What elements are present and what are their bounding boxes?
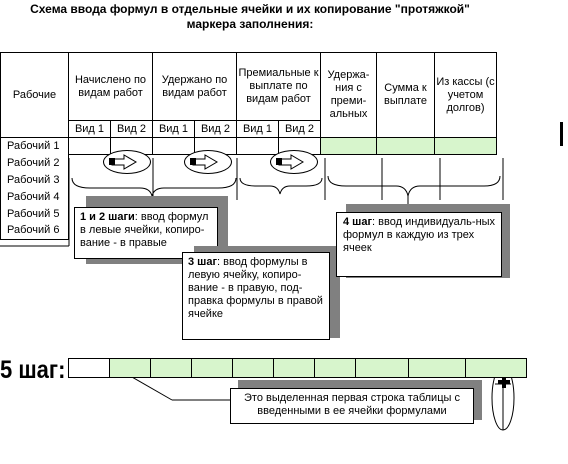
- header-individual: Удержа-ния с преми-альных: [320, 52, 377, 138]
- row5-cell[interactable]: [109, 358, 151, 378]
- callout-step-4: 4 шаг: ввод индивидуаль-ных формул в каж…: [336, 212, 502, 277]
- row5-cell[interactable]: [465, 358, 527, 378]
- subheader: Вид 1: [236, 120, 279, 138]
- row5-cell[interactable]: [314, 358, 356, 378]
- callout-step-3-bold: 3 шаг: [188, 256, 218, 268]
- formula-cell[interactable]: [68, 137, 111, 155]
- worker-label: Рабочий 5: [0, 205, 69, 223]
- row5-cell[interactable]: [355, 358, 409, 378]
- worker-label: Рабочий 2: [0, 154, 69, 172]
- first-row-selection: [68, 358, 527, 378]
- callout-step-1-2-text: : ввод формул в левые ячейки, копиро-ван…: [80, 211, 209, 249]
- subheader: Вид 2: [110, 120, 153, 138]
- fill-handle-arrow-icon: [103, 150, 151, 174]
- row5-cell[interactable]: [408, 358, 466, 378]
- step-5-label: 5 шаг:: [0, 355, 66, 384]
- worksheet-table: Рабочие Начислено по видам работ Удержан…: [0, 52, 497, 240]
- formula-cell[interactable]: [320, 137, 377, 155]
- row5-cell[interactable]: [150, 358, 192, 378]
- callout-step-4-bold: 4 шаг: [343, 216, 373, 228]
- row5-cell[interactable]: [232, 358, 274, 378]
- worker-label: Рабочий 1: [0, 137, 69, 155]
- fill-handle-arrow-icon: [184, 150, 232, 174]
- callout-step-3-text: : ввод формулы в левую ячейку, копиро-ва…: [188, 256, 323, 320]
- worker-label: Рабочий 4: [0, 188, 69, 206]
- worker-label: Рабочий 3: [0, 171, 69, 189]
- callout-step-4-text: : ввод индивидуаль-ных формул в каждую и…: [343, 216, 496, 254]
- formula-cell[interactable]: [152, 137, 195, 155]
- header-workers: Рабочие: [0, 52, 69, 138]
- subheader: Вид 1: [68, 120, 111, 138]
- callout-step-3: 3 шаг: ввод формулы в левую ячейку, копи…: [182, 252, 330, 340]
- title-line-2: маркера заполнения:: [186, 17, 314, 31]
- header-cash: Из кассы (с учетом долгов): [434, 52, 497, 138]
- callout-step-1-2-bold: 1 и 2 шаги: [80, 211, 135, 223]
- header-sum: Сумма к выплате: [376, 52, 435, 138]
- formula-cell[interactable]: [236, 137, 279, 155]
- row5-cell[interactable]: [273, 358, 315, 378]
- row5-cell[interactable]: [191, 358, 233, 378]
- formula-cell[interactable]: [434, 137, 497, 155]
- diagram-title: Схема ввода формул в отдельные ячейки и …: [0, 2, 500, 32]
- worker-label: Рабочий 6: [0, 222, 69, 240]
- title-line-1: Схема ввода формул в отдельные ячейки и …: [30, 2, 470, 16]
- fill-handle-arrow-icon: [270, 150, 318, 174]
- row5-cell[interactable]: [68, 358, 110, 378]
- header-bonus: Премиальные к выплате по видам работ: [236, 52, 321, 121]
- callout-step-5: Это выделенная первая строка таблицы с в…: [230, 388, 474, 424]
